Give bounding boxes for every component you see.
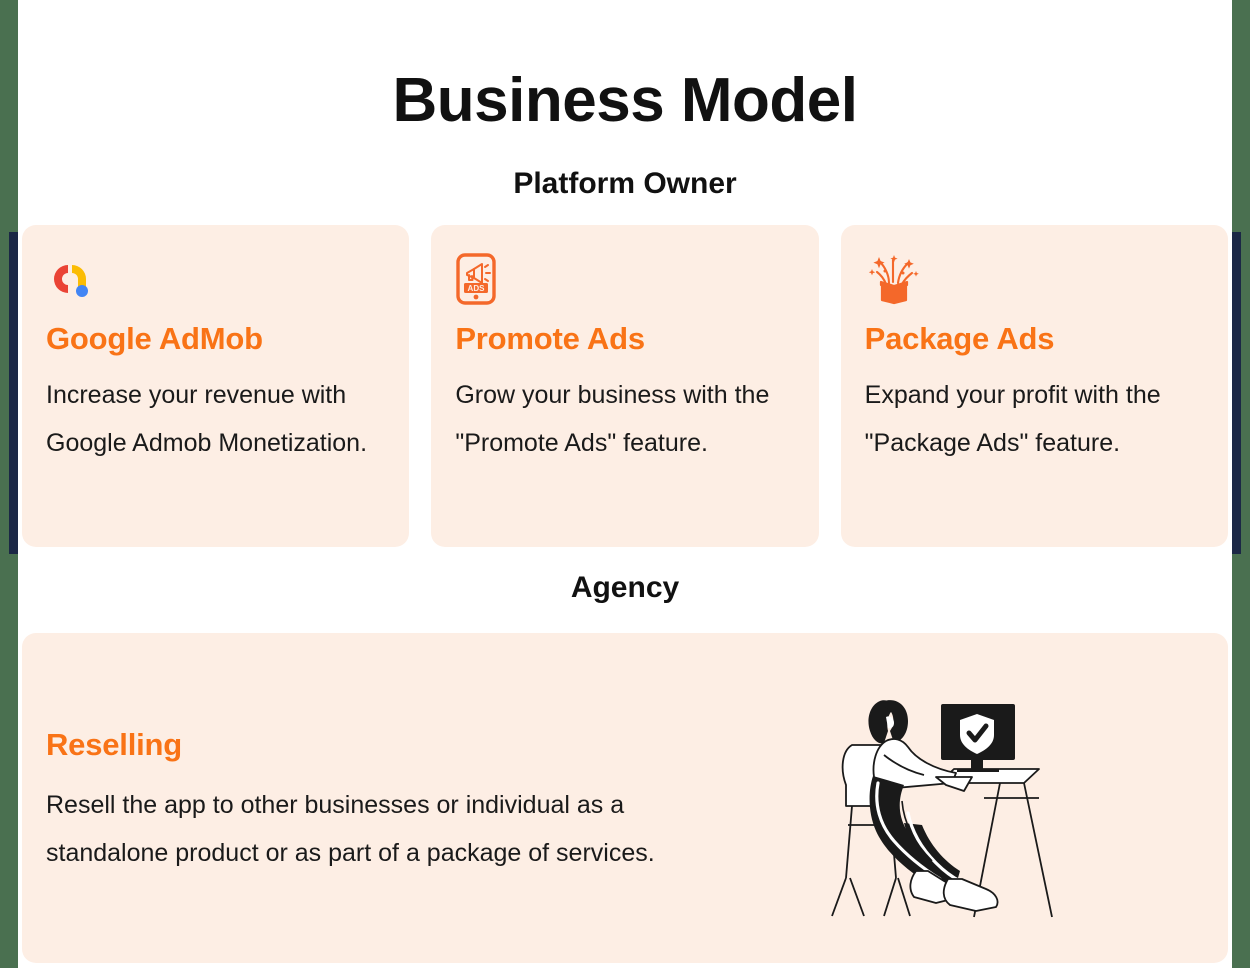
reselling-text-block: Reselling Resell the app to other busine… bbox=[46, 719, 824, 877]
card-title: Reselling bbox=[46, 727, 183, 763]
svg-text:ADS: ADS bbox=[468, 284, 486, 293]
card-reselling[interactable]: Reselling Resell the app to other busine… bbox=[22, 633, 1228, 964]
card-title: Promote Ads bbox=[455, 321, 645, 357]
person-at-desk-with-shield-monitor-illustration bbox=[824, 673, 1074, 923]
card-description: Grow your business with the "Promote Ads… bbox=[455, 381, 770, 458]
card-google-admob[interactable]: Google AdMob Increase your revenue with … bbox=[22, 225, 410, 548]
phone-megaphone-ads-icon: ADS bbox=[455, 251, 794, 307]
card-title: Package Ads bbox=[864, 321, 1055, 357]
right-edge-strip bbox=[1232, 232, 1241, 554]
google-admob-logo-icon bbox=[46, 251, 385, 307]
card-promote-ads[interactable]: ADS Promote Ads Grow your business with … bbox=[431, 225, 819, 548]
page-title: Business Model bbox=[392, 66, 859, 135]
left-edge-strip bbox=[9, 232, 18, 554]
open-box-sparkles-icon bbox=[865, 251, 1204, 307]
platform-owner-cards-row: Google AdMob Increase your revenue with … bbox=[18, 225, 1232, 548]
content-sheet: Business Model Platform Owner Google AdM… bbox=[18, 0, 1232, 968]
section-label-platform-owner: Platform Owner bbox=[513, 167, 737, 201]
section-label-agency: Agency bbox=[570, 571, 680, 605]
card-description: Resell the app to other businesses or in… bbox=[46, 791, 655, 868]
card-title: Google AdMob bbox=[46, 321, 263, 357]
card-package-ads[interactable]: Package Ads Expand your profit with the … bbox=[840, 225, 1228, 548]
card-description: Expand your profit with the "Package Ads… bbox=[864, 381, 1161, 458]
card-description: Increase your revenue with Google Admob … bbox=[46, 381, 368, 458]
